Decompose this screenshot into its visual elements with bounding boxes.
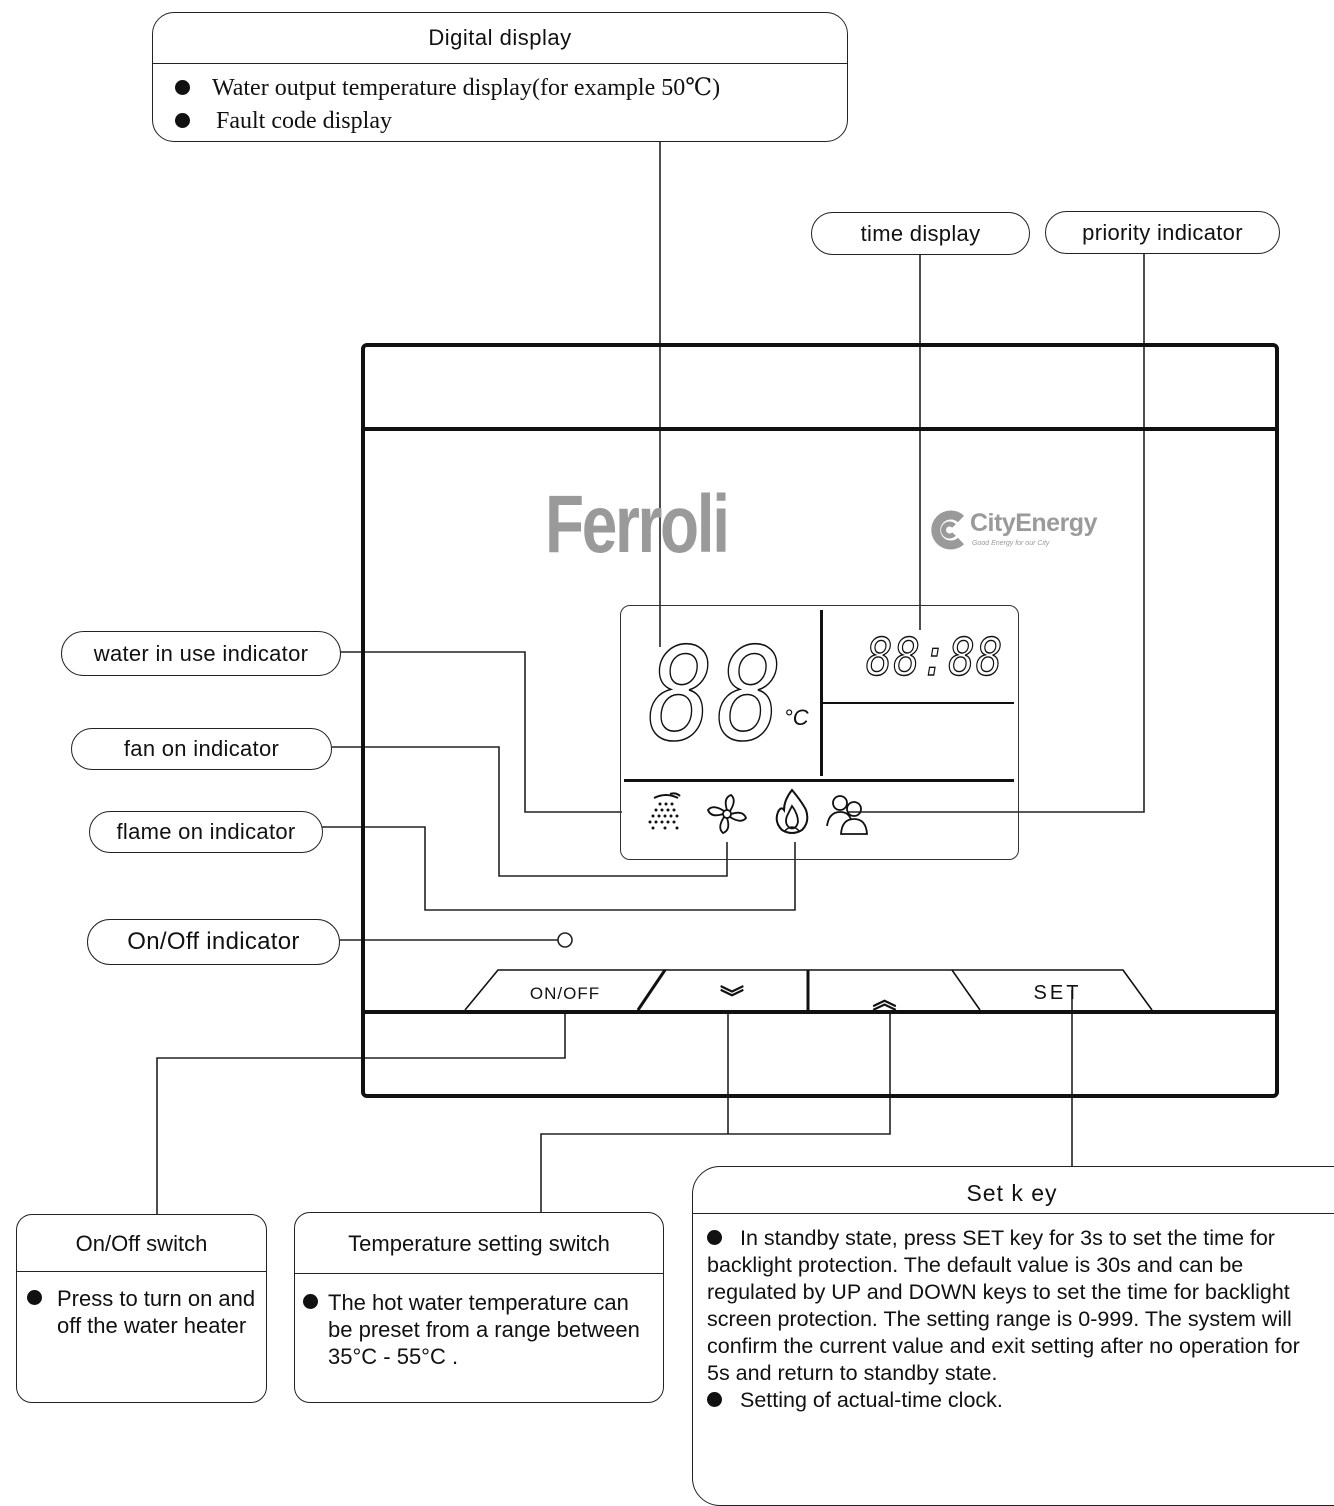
digital-display-title: Digital display: [153, 13, 847, 64]
ferroli-logo: Ferroli: [545, 479, 730, 570]
digital-display-callout: Digital display Water output temperature…: [152, 12, 848, 142]
on-off-indicator-label: On/Off indicator: [87, 919, 340, 965]
set-button-label: SET: [1033, 982, 1082, 1004]
fan-icon: [706, 793, 748, 835]
bullet-icon: [27, 1290, 42, 1305]
set-key-callout: Set k ey In standby state, press SET key…: [692, 1166, 1334, 1506]
on-off-button-label: ON/OFF: [529, 984, 601, 1003]
bullet-icon: [707, 1392, 722, 1407]
priority-users-icon: [826, 795, 868, 835]
city-energy-c-icon: [931, 510, 965, 550]
bullet-icon: [303, 1294, 318, 1309]
wire-temp-setting: [540, 1010, 891, 1212]
wire-priority: [848, 248, 1145, 813]
panel-top-divider: [361, 427, 1279, 431]
bullet-icon: [175, 113, 190, 128]
set-key-description: In standby state, press SET key for 3s t…: [707, 1225, 1307, 1414]
set-key-item-2: Setting of actual-time clock.: [707, 1387, 1307, 1414]
water-in-use-label: water in use indicator: [61, 631, 341, 676]
down-button[interactable]: ︾: [660, 970, 805, 1012]
on-off-switch-callout: On/Off switch Press to turn on and off t…: [16, 1214, 267, 1403]
lcd-vertical-divider: [820, 610, 823, 776]
lcd-time-divider: [823, 702, 1014, 704]
bullet-icon: [707, 1230, 722, 1245]
set-key-item-1: In standby state, press SET key for 3s t…: [707, 1226, 1300, 1385]
city-energy-wordmark: CityEnergy: [970, 509, 1097, 537]
temperature-setting-callout: Temperature setting switch The hot water…: [294, 1212, 664, 1403]
chevrons-down-icon: ︾: [720, 985, 745, 1012]
on-off-button[interactable]: ON/OFF: [480, 970, 650, 1010]
shower-icon: [648, 792, 681, 830]
panel-bottom-divider: [361, 1010, 1279, 1014]
wire-fan-on: [332, 746, 728, 877]
lcd-icon-divider: [624, 779, 1014, 782]
wire-flame-on: [322, 826, 796, 911]
on-off-switch-title: On/Off switch: [17, 1215, 266, 1272]
set-button[interactable]: SET: [975, 970, 1150, 1010]
button-bar: [464, 969, 1153, 1011]
priority-indicator-label: priority indicator: [1045, 211, 1280, 254]
chevrons-up-icon: ︽: [872, 987, 898, 1014]
on-off-switch-description: Press to turn on and off the water heate…: [27, 1285, 259, 1339]
temperature-setting-description: The hot water temperature can be preset …: [303, 1289, 653, 1370]
set-key-title: Set k ey: [693, 1167, 1334, 1214]
on-off-led: [557, 932, 573, 948]
fan-on-label: fan on indicator: [71, 728, 332, 770]
lcd-temperature-digits: 88: [647, 621, 786, 770]
lcd-temperature-unit: °C: [784, 705, 809, 730]
temperature-setting-title: Temperature setting switch: [295, 1213, 663, 1274]
wire-water-in-use: [340, 651, 622, 813]
lcd-time-digits: 88:88: [865, 628, 1004, 688]
lcd-screen: [620, 605, 1019, 860]
flame-icon: [775, 788, 809, 834]
digital-display-item-2: Fault code display: [175, 108, 392, 135]
digital-display-item-1: Water output temperature display(for exa…: [175, 73, 720, 102]
time-display-label: time display: [811, 212, 1030, 255]
controller-panel: [361, 343, 1279, 1098]
city-energy-tagline: Good Energy for our City: [972, 540, 1050, 547]
city-energy-logo: CityEnergy Good Energy for our City: [928, 507, 1108, 555]
up-button[interactable]: ︽: [810, 970, 960, 1014]
flame-on-label: flame on indicator: [89, 811, 323, 853]
bullet-icon: [175, 80, 190, 95]
